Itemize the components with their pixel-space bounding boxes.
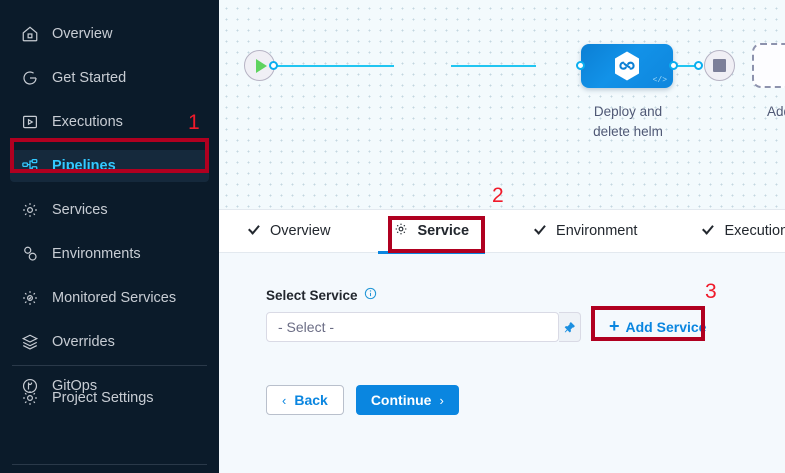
add-stage-node[interactable] <box>752 43 785 88</box>
environments-icon <box>20 244 40 264</box>
tab-label: Service <box>417 223 469 239</box>
stage-input-port-dot <box>576 61 585 70</box>
info-icon[interactable] <box>364 287 377 303</box>
stage-output-port-dot <box>669 61 678 70</box>
sidebar-item-overrides[interactable]: Overrides <box>10 326 209 358</box>
tab-overview[interactable]: Overview <box>241 209 336 253</box>
stop-icon <box>713 59 726 72</box>
edge-stage-to-addstage <box>451 65 536 67</box>
harness-hexagon-icon <box>613 51 641 82</box>
select-service-label: Select Service <box>266 288 358 303</box>
continue-label: Continue <box>371 392 432 408</box>
rocket-circle-icon <box>20 68 40 88</box>
sidebar-bottom-divider <box>12 464 207 465</box>
back-button[interactable]: ‹ Back <box>266 385 344 415</box>
select-service-placeholder: - Select - <box>267 319 334 335</box>
end-port-dot <box>694 61 703 70</box>
sidebar-divider <box>12 365 207 366</box>
back-label: Back <box>294 392 327 408</box>
sidebar-item-monitored-services[interactable]: Monitored Services <box>10 282 209 314</box>
add-service-button[interactable]: + Add Service <box>609 319 706 335</box>
home-icon <box>20 24 40 44</box>
select-service-input[interactable]: - Select - <box>266 312 559 342</box>
sidebar-item-overview[interactable]: Overview <box>10 18 209 50</box>
stage-code-badge: </> <box>653 76 667 85</box>
sidebar-item-label: Pipelines <box>52 158 116 174</box>
sidebar-item-pipelines[interactable]: Pipelines <box>10 150 209 182</box>
chevron-right-icon: › <box>439 393 443 408</box>
sidebar-item-label: Overview <box>52 26 112 42</box>
tab-service[interactable]: Service <box>388 209 475 253</box>
sidebar-item-label: Services <box>52 202 108 218</box>
pipeline-end-node[interactable] <box>704 50 735 81</box>
play-box-icon <box>20 112 40 132</box>
stage-node-label: Deploy and delete helm <box>554 102 702 142</box>
check-icon <box>533 224 547 238</box>
sidebar-item-project-settings[interactable]: Project Settings <box>10 382 209 414</box>
sidebar-item-label: Project Settings <box>52 390 154 406</box>
annotation-number-2: 2 <box>492 184 504 208</box>
select-service-row: - Select - + Add Service <box>266 312 785 342</box>
tab-execution[interactable]: Execution <box>695 209 785 253</box>
sidebar-item-get-started[interactable]: Get Started <box>10 62 209 94</box>
annotation-number-3: 3 <box>705 280 717 304</box>
gear-icon <box>394 222 408 240</box>
sidebar-item-label: Overrides <box>52 334 115 350</box>
tab-label: Overview <box>270 223 330 239</box>
sidebar-item-label: Get Started <box>52 70 126 86</box>
tab-environment[interactable]: Environment <box>527 209 643 253</box>
edge-start-to-stage <box>274 65 394 67</box>
stage-node-deploy-and-delete-helm[interactable]: </> <box>581 44 673 88</box>
sidebar: Overview Get Started E <box>0 0 219 473</box>
sidebar-item-label: Monitored Services <box>52 290 176 306</box>
sidebar-item-services[interactable]: Services <box>10 194 209 226</box>
pipeline-nodes-icon <box>20 156 40 176</box>
form-button-row: ‹ Back Continue › <box>266 385 785 415</box>
gear-icon <box>20 388 40 408</box>
stage-label-line-1: Deploy and <box>554 102 702 122</box>
annotation-number-1: 1 <box>188 111 200 135</box>
add-stage-label: Add Stage <box>752 102 785 122</box>
pipeline-canvas[interactable]: </> Deploy and delete helm Add Stage <box>219 0 785 209</box>
sidebar-settings-section: Project Settings <box>0 355 219 426</box>
gear-icon <box>20 200 40 220</box>
tab-label: Execution <box>724 223 785 239</box>
pin-icon[interactable] <box>559 312 581 342</box>
monitored-gear-icon <box>20 288 40 308</box>
service-form: Select Service - Select - <box>219 253 785 415</box>
sidebar-item-executions[interactable]: Executions <box>10 106 209 138</box>
sidebar-nav-list: Overview Get Started E <box>0 0 219 402</box>
sidebar-item-environments[interactable]: Environments <box>10 238 209 270</box>
stage-tab-bar: Overview Service Environment Execution <box>219 209 785 253</box>
continue-button[interactable]: Continue › <box>356 385 459 415</box>
sidebar-item-label: Executions <box>52 114 123 130</box>
check-icon <box>701 224 715 238</box>
play-icon <box>256 59 267 73</box>
stage-label-line-2: delete helm <box>554 122 702 142</box>
sidebar-item-label: Environments <box>52 246 141 262</box>
check-icon <box>247 224 261 238</box>
tab-label: Environment <box>556 223 637 239</box>
layers-icon <box>20 332 40 352</box>
main-content: </> Deploy and delete helm Add Stage <box>219 0 785 473</box>
start-port-dot <box>269 61 278 70</box>
chevron-left-icon: ‹ <box>282 393 286 408</box>
add-service-label: Add Service <box>626 319 707 335</box>
